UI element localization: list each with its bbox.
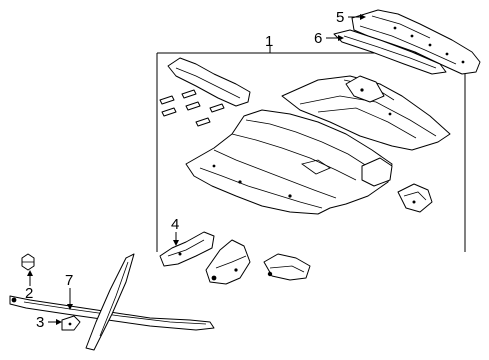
callout-3: 3 <box>36 314 44 331</box>
callout-5: 5 <box>336 9 344 26</box>
floor-bracket <box>397 183 433 213</box>
main-floor-pan <box>185 109 393 215</box>
part-4-seat-bracket <box>159 231 215 267</box>
callout-4: 4 <box>171 216 179 233</box>
leader-lines <box>27 14 366 325</box>
seat-bracket-right <box>263 253 311 281</box>
part-5-rear-crossmember <box>351 9 481 75</box>
front-rail <box>167 57 251 107</box>
seat-bracket-center <box>205 239 251 285</box>
rear-floor-pan <box>281 75 451 151</box>
part-2-plug <box>21 253 35 271</box>
callout-labels: 1 5 6 4 2 3 7 <box>25 9 344 331</box>
callout-7: 7 <box>65 272 73 289</box>
callout-1: 1 <box>265 33 273 50</box>
diagonal-brace <box>85 253 135 351</box>
callout-2: 2 <box>25 285 33 302</box>
callout-6: 6 <box>314 30 322 47</box>
part-3-clip <box>61 315 81 331</box>
part-6-rear-panel-strip <box>333 29 447 75</box>
mounting-pins <box>159 89 225 127</box>
